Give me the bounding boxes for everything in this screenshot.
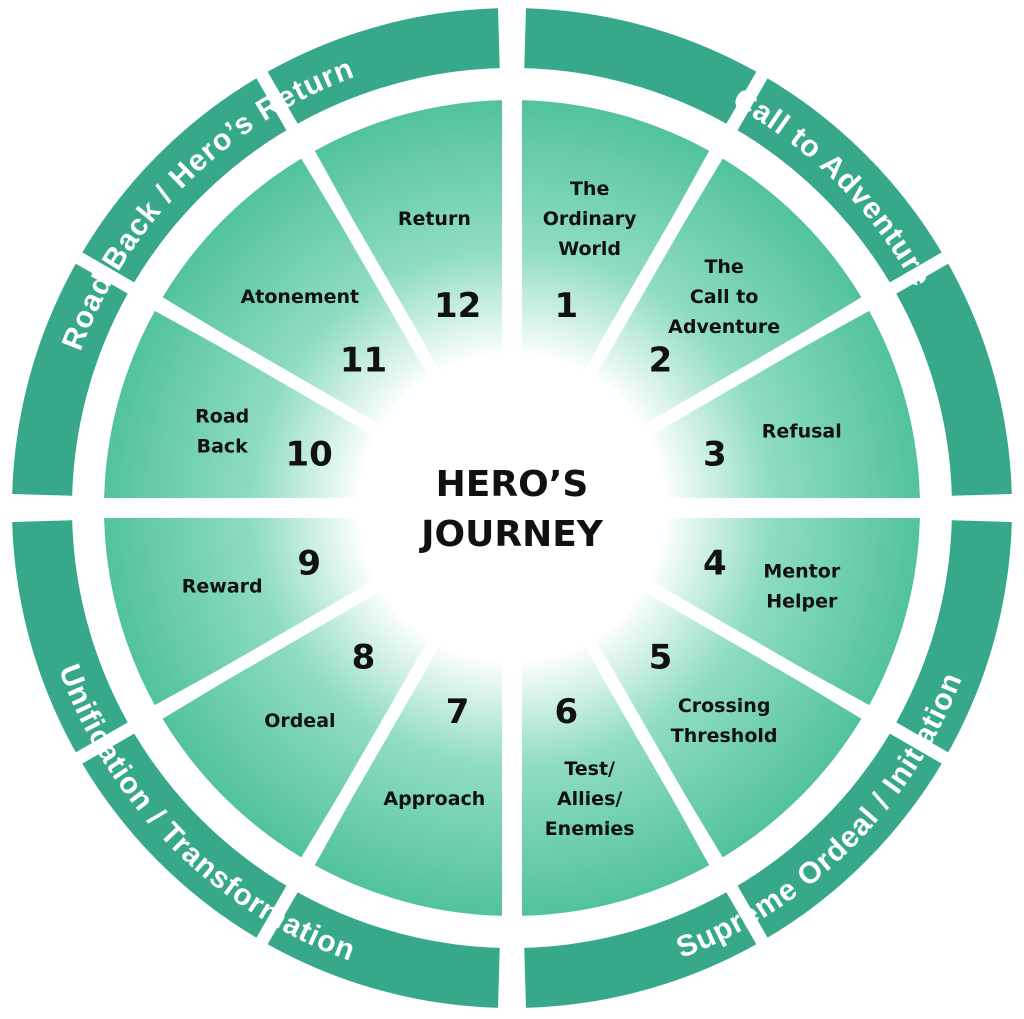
- center-hub: [357, 353, 667, 663]
- stage-sector-12: [314, 100, 510, 375]
- stage-number-8: 8: [352, 637, 376, 677]
- stage-number-9: 9: [297, 543, 321, 583]
- stage-label-line: World: [558, 238, 621, 260]
- stage-number-6: 6: [555, 692, 579, 732]
- stage-label-line: The: [570, 178, 609, 200]
- stage-sectors: [10, 6, 1014, 1010]
- quadrant-ring-3: [12, 520, 500, 1008]
- stage-sector-2: [591, 158, 862, 429]
- sector-divider: [74, 251, 382, 437]
- sector-divider: [74, 579, 382, 765]
- stage-label-12: Return: [398, 208, 471, 230]
- stage-label-line: Approach: [383, 788, 485, 810]
- sector-divider: [642, 579, 950, 765]
- stage-label-line: Test/: [564, 758, 615, 780]
- sector-divider: [642, 251, 950, 437]
- center-title-line2: JOURNEY: [418, 514, 604, 555]
- stage-label-11: Atonement: [241, 286, 360, 308]
- stage-number-7: 7: [446, 692, 470, 732]
- stage-sector-1: [514, 100, 710, 375]
- stage-label-line: Allies/: [557, 788, 622, 810]
- stage-label-line: Adventure: [668, 316, 780, 338]
- stage-label-line: Mentor: [763, 561, 840, 583]
- stage-label-line: Helper: [766, 591, 838, 613]
- stage-number-5: 5: [649, 637, 673, 677]
- outer-ring: [12, 8, 1012, 1008]
- stage-number-11: 11: [340, 341, 387, 381]
- stage-label-line: Enemies: [545, 818, 635, 840]
- stage-number-1: 1: [555, 286, 579, 326]
- quadrant-ring-4: [12, 8, 500, 496]
- stage-label-line: Call to: [690, 286, 759, 308]
- stage-number-4: 4: [703, 543, 727, 583]
- stage-sector-6: [514, 641, 710, 916]
- quadrant-ring-1: [524, 8, 1012, 496]
- stage-label-line: Refusal: [762, 420, 842, 442]
- sector-divider: [583, 638, 769, 946]
- stage-label-9: Reward: [182, 576, 263, 598]
- stage-number-2: 2: [649, 341, 673, 381]
- stage-label-3: Refusal: [762, 420, 842, 442]
- stage-sector-4: [645, 510, 920, 706]
- sector-divider: [255, 638, 441, 946]
- stage-sector-8: [162, 587, 433, 858]
- quadrant-ring-2: [524, 520, 1012, 1008]
- sector-divider: [583, 70, 769, 378]
- stage-label-6: Test/Allies/Enemies: [545, 758, 635, 840]
- stage-label-line: Atonement: [241, 286, 360, 308]
- stage-number-3: 3: [703, 435, 727, 475]
- stage-label-line: Back: [197, 435, 249, 457]
- stage-label-line: Crossing: [678, 695, 771, 717]
- stage-sector-3: [645, 310, 920, 506]
- stage-label-line: Ordinary: [543, 208, 637, 230]
- stage-number-12: 12: [434, 286, 481, 326]
- stage-label-line: Ordeal: [264, 710, 335, 732]
- stage-label-line: Reward: [182, 576, 263, 598]
- center-title-line1: HERO’S: [436, 464, 589, 505]
- sector-divider: [255, 70, 441, 378]
- stage-sector-9: [104, 510, 379, 706]
- stage-sector-11: [162, 158, 433, 429]
- stage-sector-7: [314, 641, 510, 916]
- stage-sector-5: [591, 587, 862, 858]
- stage-label-line: The: [704, 256, 743, 278]
- stage-label-line: Road: [195, 405, 249, 427]
- stage-label-7: Approach: [383, 788, 485, 810]
- stage-label-line: Threshold: [671, 725, 778, 747]
- stage-number-10: 10: [285, 435, 332, 475]
- stage-sector-10: [104, 310, 379, 506]
- stage-label-line: Return: [398, 208, 471, 230]
- stage-label-8: Ordeal: [264, 710, 335, 732]
